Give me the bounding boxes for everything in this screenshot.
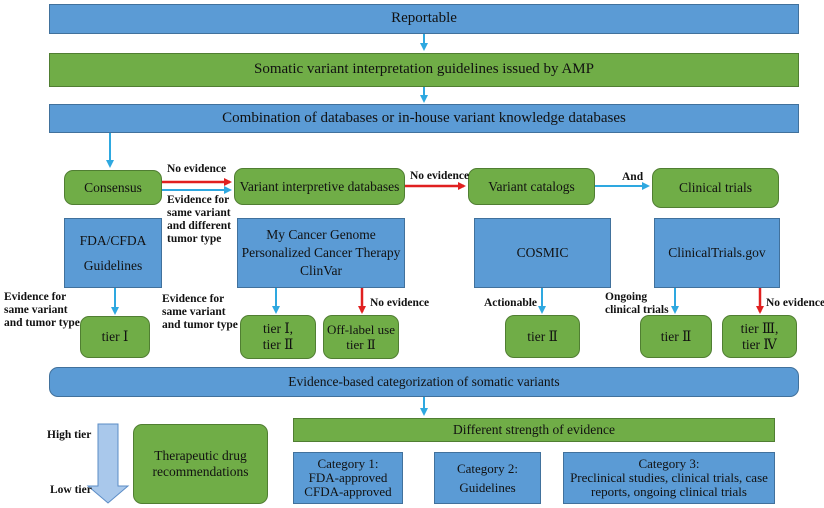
label-text: No evidence (766, 297, 824, 309)
label-line: tumor type (167, 232, 222, 245)
label-evidence-same-tumor-middle: Evidence for same variant and tumor type (162, 293, 238, 332)
personalized-therapy-text: Personalized Cancer Therapy (241, 245, 401, 261)
category-3-box: Category 3: Preclinical studies, clinica… (563, 452, 775, 504)
label-actionable: Actionable (484, 297, 537, 310)
label-line: Ongoing (605, 291, 648, 303)
consensus-box: Consensus (64, 170, 162, 205)
variant-interpretive-text: Variant interpretive databases (239, 178, 400, 194)
amp-guidelines-box: Somatic variant interpretation guideline… (49, 53, 799, 87)
label-evidence-same-tumor-left: Evidence for same variant and tumor type (4, 291, 80, 330)
tier-1-2-line1: tier Ⅰ, (262, 321, 294, 337)
category-3-title: Category 3: (638, 455, 700, 471)
label-no-evidence-offlabel: No evidence (370, 297, 429, 310)
category-3-line2: Preclinical studies, clinical trials, ca… (570, 469, 768, 485)
label-no-evidence-variant-db: No evidence (410, 170, 469, 183)
label-line: and tumor type (162, 318, 238, 331)
off-label-line2: tier Ⅱ (346, 337, 376, 352)
label-and: And (622, 171, 643, 184)
tier-1-text: tier Ⅰ (101, 329, 129, 345)
variant-catalogs-box: Variant catalogs (468, 168, 595, 205)
combination-box: Combination of databases or in-house var… (49, 104, 799, 133)
clinvar-text: ClinVar (300, 262, 342, 278)
tier-1-2-box: tier Ⅰ, tier Ⅱ (240, 315, 316, 359)
label-text: High tier (47, 429, 92, 441)
cosmic-text: COSMIC (516, 245, 569, 261)
category-2-line2: Guidelines (459, 480, 516, 495)
therapeutic-line1: Therapeutic drug (154, 448, 247, 464)
tier-3-4-line1: tier Ⅲ, (740, 320, 779, 336)
label-line: same variant (162, 305, 226, 318)
variant-interpretive-box: Variant interpretive databases (234, 168, 405, 205)
cosmic-tier-2-text: tier Ⅱ (527, 328, 558, 344)
combination-text: Combination of databases or in-house var… (222, 109, 626, 126)
label-line: Evidence for (167, 194, 230, 206)
reportable-text: Reportable (391, 10, 457, 27)
evidence-based-box: Evidence-based categorization of somatic… (49, 367, 799, 397)
category-1-line2: FDA-approved (308, 469, 388, 485)
tier-3-4-box: tier Ⅲ, tier Ⅳ (722, 315, 797, 358)
label-text: Actionable (484, 297, 538, 309)
ongoing-tier-2-box: tier Ⅱ (640, 315, 712, 358)
label-text: No evidence (410, 170, 470, 182)
label-high-tier: High tier (47, 429, 91, 442)
therapeutic-line2: recommendations (152, 464, 249, 479)
label-text: No evidence (370, 297, 430, 309)
label-line: clinical trials (605, 303, 669, 316)
fda-cfda-text: FDA/CFDA (79, 232, 147, 248)
category-1-title: Category 1: (317, 455, 379, 471)
category-2-title: Category 2: (456, 460, 518, 476)
label-line: Evidence for (162, 293, 225, 305)
category-2-box: Category 2: Guidelines (434, 452, 541, 504)
evidence-based-text: Evidence-based categorization of somatic… (288, 374, 560, 390)
off-label-line1: Off-label use (327, 321, 395, 337)
mycancergenome-text: My Cancer Genome (266, 227, 376, 243)
therapeutic-box: Therapeutic drug recommendations (133, 424, 268, 504)
category-3-line3: reports, ongoing clinical trials (591, 484, 747, 500)
reportable-box: Reportable (49, 4, 799, 34)
cosmic-tier-2-box: tier Ⅱ (505, 315, 580, 358)
clinicaltrials-gov-box: ClinicalTrials.gov (654, 218, 780, 288)
ongoing-tier-2-text: tier Ⅱ (660, 328, 692, 344)
label-line: Evidence for (4, 291, 67, 303)
guidelines-text: Guidelines (83, 257, 143, 273)
label-line: same variant (167, 206, 231, 219)
variant-catalogs-text: Variant catalogs (488, 178, 575, 194)
tier-1-box: tier Ⅰ (80, 316, 150, 358)
label-no-evidence-consensus: No evidence (167, 163, 226, 176)
label-evidence-different-tumor: Evidence for same variant and different … (167, 194, 231, 246)
different-strength-text: Different strength of evidence (452, 422, 616, 438)
label-line: same variant (4, 303, 68, 316)
label-no-evidence-trials: No evidence (766, 297, 824, 310)
category-1-line3: CFDA-approved (304, 484, 392, 500)
clinical-trials-text: Clinical trials (678, 180, 753, 196)
tier-direction-arrow (86, 423, 130, 504)
fda-cfda-box: FDA/CFDA Guidelines (64, 218, 162, 288)
category-1-box: Category 1: FDA-approved CFDA-approved (293, 452, 403, 504)
tier-1-2-line2: tier Ⅱ (262, 337, 294, 352)
off-label-box: Off-label use tier Ⅱ (323, 315, 399, 359)
label-low-tier: Low tier (50, 484, 92, 497)
label-text: Low tier (50, 484, 92, 496)
clinical-trials-box: Clinical trials (652, 168, 779, 208)
label-text: No evidence (167, 163, 227, 175)
label-ongoing-trials: Ongoing clinical trials (605, 291, 669, 317)
clinicaltrials-gov-text: ClinicalTrials.gov (668, 245, 766, 261)
cosmic-box: COSMIC (474, 218, 611, 288)
label-line: and different (167, 219, 231, 232)
label-line: and tumor type (4, 316, 80, 329)
different-strength-box: Different strength of evidence (293, 418, 775, 442)
tier-3-4-line2: tier Ⅳ (742, 336, 777, 352)
label-text: And (622, 171, 644, 183)
consensus-text: Consensus (84, 179, 142, 195)
mycancergenome-box: My Cancer Genome Personalized Cancer The… (237, 218, 405, 288)
amp-guidelines-text: Somatic variant interpretation guideline… (254, 61, 594, 78)
